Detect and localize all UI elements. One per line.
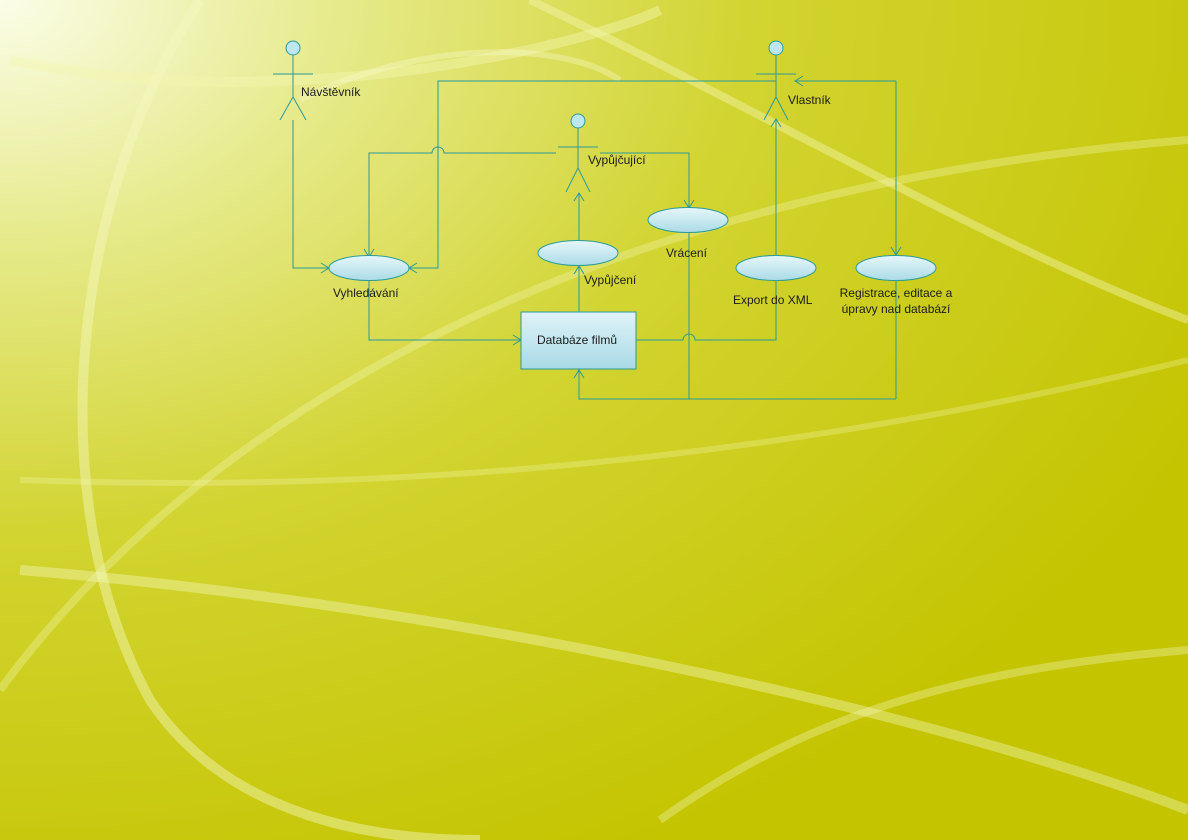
usecase-vyhledavani-label: Vyhledávání bbox=[333, 286, 399, 300]
actor-vypujcujici-label: Vypůjčující bbox=[588, 153, 646, 167]
edge-vlastnik-vyhledavani bbox=[409, 80, 776, 269]
arrowhead-vypujceni-vypujcujici bbox=[573, 192, 585, 202]
usecase-registrace-oval bbox=[855, 255, 937, 281]
actor-vlastnik-head bbox=[768, 40, 784, 56]
edge-vypujcujici-vyhledavani bbox=[368, 146, 556, 257]
usecase-export: Export do XML bbox=[733, 255, 817, 307]
edge-vlastnik-registrace bbox=[795, 80, 897, 255]
usecase-registrace-label-line2: úpravy nad databází bbox=[842, 302, 951, 316]
usecase-vyhledavani: Vyhledávání bbox=[328, 255, 410, 300]
usecase-vyhledavani-oval bbox=[328, 255, 410, 281]
edge-vypujcujici-vraceni bbox=[600, 152, 690, 208]
usecase-vraceni-oval bbox=[647, 207, 729, 233]
usecase-vypujceni-oval bbox=[537, 240, 619, 266]
connections bbox=[292, 75, 902, 400]
actor-navstevnik: Návštěvník bbox=[273, 40, 361, 121]
usecase-vraceni-label: Vrácení bbox=[666, 246, 708, 260]
arrowhead-export-vlastnik bbox=[770, 118, 782, 128]
edge-bottom-databaze bbox=[578, 370, 896, 400]
edge-navstevnik-vyhledavani bbox=[292, 120, 329, 269]
usecase-vypujceni: Vypůjčení bbox=[537, 240, 637, 287]
edge-databaze-export-vlastnik bbox=[636, 119, 777, 341]
database-box: Databáze filmů bbox=[520, 311, 637, 370]
arrowhead-vlastnik-end bbox=[794, 75, 804, 87]
usecase-export-label: Export do XML bbox=[733, 293, 813, 307]
arrowhead-databaze-vypujceni bbox=[573, 265, 585, 275]
database-rect bbox=[520, 311, 637, 370]
arrowhead-bottom-databaze bbox=[573, 369, 585, 379]
usecase-vraceni: Vrácení bbox=[647, 207, 729, 260]
database-label: Databáze filmů bbox=[537, 333, 617, 347]
actor-navstevnik-head bbox=[285, 40, 301, 56]
usecase-registrace-label-line1: Registrace, editace a bbox=[840, 286, 953, 300]
actor-vlastnik-label: Vlastník bbox=[788, 93, 832, 107]
actor-vlastnik: Vlastník bbox=[756, 40, 832, 121]
usecase-registrace: Registrace, editace a úpravy nad databáz… bbox=[840, 255, 953, 316]
actor-vypujcujici-head bbox=[570, 113, 586, 129]
edge-vyhledavani-databaze bbox=[368, 281, 521, 341]
actor-navstevnik-label: Návštěvník bbox=[301, 85, 361, 99]
usecase-export-oval bbox=[735, 255, 817, 281]
usecase-vypujceni-label: Vypůjčení bbox=[584, 273, 637, 287]
actor-vypujcujici: Vypůjčující bbox=[558, 113, 646, 193]
